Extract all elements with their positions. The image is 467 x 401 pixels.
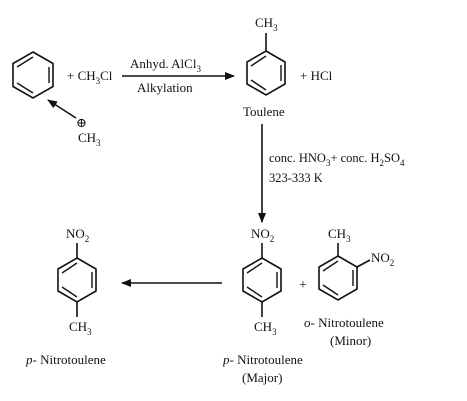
nitration-temperature: 323-333 K (269, 171, 323, 185)
isolated-p-nitrotoluene-ring (57, 243, 97, 317)
p-nitrotoluene-name: p- Nitrotoulene (222, 352, 303, 367)
o-methyl-group: CH3 (328, 226, 351, 244)
minor-label: (Minor) (330, 333, 371, 348)
p-nitro-group: NO2 (251, 226, 274, 244)
p-methyl-group: CH3 (254, 319, 277, 337)
p-nitrotoluene-ring (242, 243, 282, 317)
toluene-methyl-group: CH3 (255, 15, 278, 33)
byproduct-hcl: + HCl (300, 68, 333, 83)
isolated-p-nitrotoluene-name: p- Nitrotoulene (25, 352, 106, 367)
o-nitrotoluene-ring (318, 243, 371, 301)
positive-charge-symbol: ⊕ (76, 115, 87, 130)
isolated-methyl-group: CH3 (69, 319, 92, 337)
products-plus-sign: + (299, 278, 307, 293)
reagent-methyl-chloride: + CH3Cl (67, 68, 113, 86)
benzene-ring (12, 51, 54, 99)
o-nitrotoluene-name: o- Nitrotoulene (304, 315, 384, 330)
isolated-nitro-group: NO2 (66, 226, 89, 244)
electrophile-attack-arrow (47, 99, 77, 119)
condition-label: Alkylation (137, 80, 193, 95)
major-label: (Major) (242, 370, 282, 385)
catalyst-label: Anhyd. AlCl3 (130, 56, 201, 74)
o-nitro-group: NO2 (371, 250, 394, 268)
nitration-reagents: conc. HNO3+ conc. H2SO4 (269, 151, 405, 168)
toluene-name: Toulene (243, 104, 285, 119)
electrophile-methyl: CH3 (78, 130, 101, 148)
toluene-ring (246, 33, 286, 96)
